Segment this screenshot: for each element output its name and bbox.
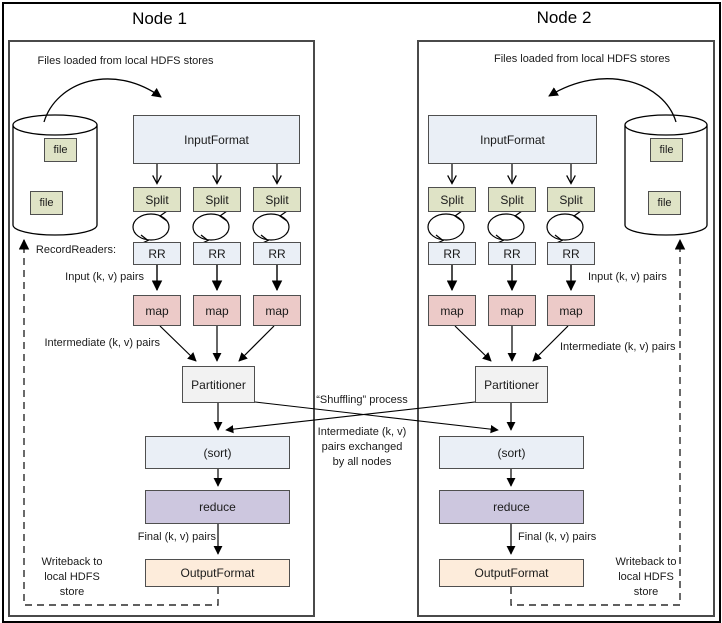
node2-reduce-box: reduce — [439, 490, 584, 524]
node2-sort-box: (sort) — [439, 436, 584, 469]
node2-split-box-2: Split — [488, 187, 536, 212]
node1-container-box — [8, 40, 315, 617]
node1-sort-box: (sort) — [145, 436, 290, 469]
node2-outputformat-box: OutputFormat — [439, 559, 584, 587]
node1-rr-box-2: RR — [193, 242, 241, 265]
node2-rr-box-1: RR — [428, 242, 476, 265]
node2-split-box-3: Split — [547, 187, 595, 212]
node2-rr-to-map-arrows — [446, 265, 577, 292]
node1-hdfs-cylinder-icon — [12, 114, 98, 236]
node2-rr-box-3: RR — [547, 242, 595, 265]
node1-map-box-2: map — [193, 295, 241, 326]
node1-file-box-1: file — [44, 138, 77, 162]
node1-input-pairs-label: Input (k, v) pairs — [65, 271, 144, 283]
node1-partitioner-box: Partitioner — [182, 366, 255, 403]
node2-writeback-dashed-arrow — [510, 238, 686, 606]
node2-files-loaded-label: Files loaded from local HDFS stores — [493, 53, 671, 65]
node2-recordreader-loop-icons — [427, 210, 584, 245]
node2-inputformat-to-split-arrows — [447, 164, 576, 185]
node2-final-pairs-label: Final (k, v) pairs — [518, 531, 597, 543]
node1-inputformat-to-split-arrows — [152, 164, 282, 185]
intermediate-exchange-label: Intermediate (k, v) pairs exchanged by a… — [317, 426, 407, 468]
node2-partitioner-box: Partitioner — [475, 366, 548, 403]
node1-split-box-3: Split — [253, 187, 301, 212]
shuffling-process-label: “Shuffling” process — [316, 394, 408, 406]
node1-rr-box-3: RR — [253, 242, 301, 265]
node1-split-box-2: Split — [193, 187, 241, 212]
node1-inputformat-box: InputFormat — [133, 115, 300, 164]
node2-map-to-partitioner-arrows — [454, 325, 569, 362]
node2-load-files-arrow — [548, 78, 677, 123]
node1-rr-box-1: RR — [133, 242, 181, 265]
node1-writeback-dashed-arrow — [18, 238, 219, 606]
node2-input-pairs-label: Input (k, v) pairs — [588, 271, 667, 283]
shuffle-exchange-arrows — [225, 401, 499, 434]
node2-inputformat-box: InputFormat — [428, 115, 597, 164]
node2-rr-box-2: RR — [488, 242, 536, 265]
node1-intermediate-pairs-label: Intermediate (k, v) pairs — [44, 337, 160, 349]
node1-files-loaded-label: Files loaded from local HDFS stores — [37, 55, 214, 67]
node1-outputformat-box: OutputFormat — [145, 559, 290, 587]
node2-map-box-3: map — [547, 295, 595, 326]
node1-map-box-3: map — [253, 295, 301, 326]
node1-file-box-2: file — [30, 191, 63, 215]
node1-final-pairs-label: Final (k, v) pairs — [137, 531, 216, 543]
node2-file-box-2: file — [648, 191, 681, 215]
node2-title: Node 2 — [536, 8, 592, 27]
node2-map-box-2: map — [488, 295, 536, 326]
node1-writeback-label: Writeback to local HDFS store — [41, 556, 103, 598]
node2-container-box — [417, 40, 715, 617]
node2-writeback-label: Writeback to local HDFS store — [615, 556, 677, 598]
node1-title: Node 1 — [132, 9, 187, 28]
node1-load-files-arrow — [43, 78, 162, 123]
node2-split-box-1: Split — [428, 187, 476, 212]
node1-reduce-box: reduce — [145, 490, 290, 524]
node1-recordreader-loop-icons — [132, 210, 290, 245]
node1-split-box-1: Split — [133, 187, 181, 212]
node2-intermediate-pairs-label: Intermediate (k, v) pairs — [560, 341, 676, 353]
node2-hdfs-cylinder-icon — [624, 114, 708, 236]
node1-map-box-1: map — [133, 295, 181, 326]
node1-rr-to-map-arrows — [151, 265, 283, 292]
node2-map-box-1: map — [428, 295, 476, 326]
node2-file-box-1: file — [650, 138, 683, 162]
node1-recordreaders-label: RecordReaders: — [35, 244, 116, 256]
node1-map-to-partitioner-arrows — [159, 325, 275, 362]
